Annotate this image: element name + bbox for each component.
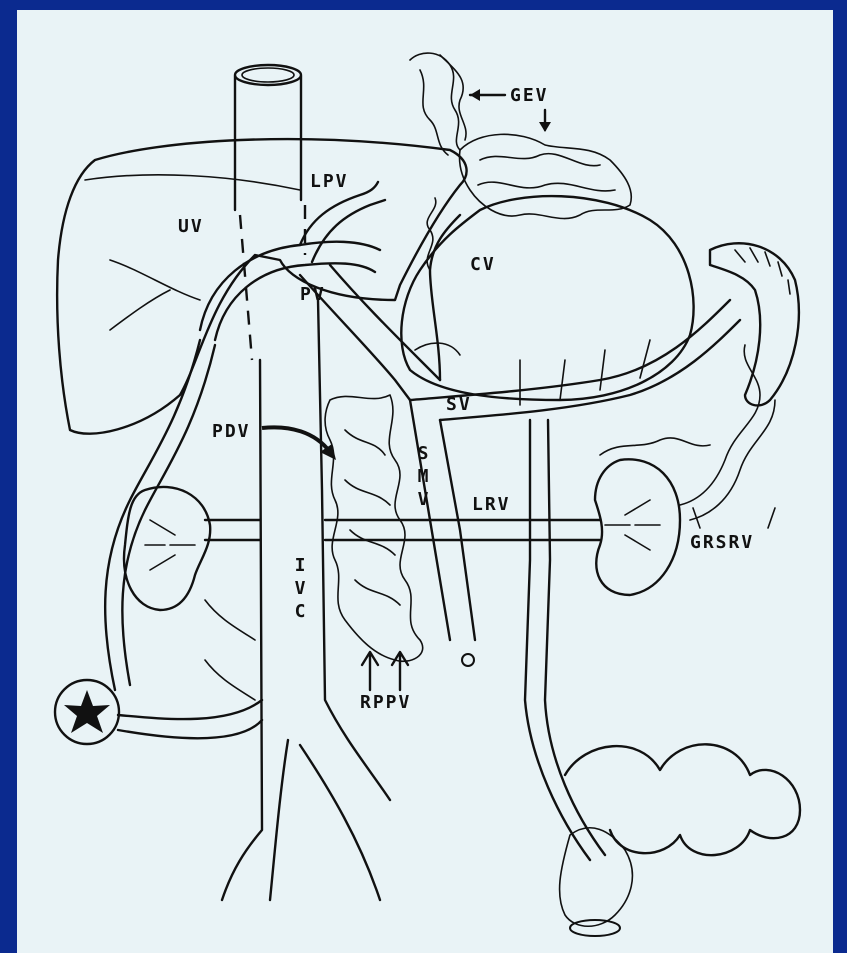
retroperitoneal-vein xyxy=(205,600,255,700)
spleen-outline xyxy=(710,243,799,405)
left-portal-vein-inner xyxy=(312,200,385,262)
rppv-arrow-left xyxy=(362,652,378,690)
portal-trunk-right xyxy=(330,265,440,380)
gev-arrow-left-head xyxy=(470,89,480,101)
rppv-arrow-right xyxy=(392,652,408,690)
umbilical-paraumbilical-veins xyxy=(118,700,262,738)
right-renal-vein xyxy=(205,520,260,540)
stomach-outline xyxy=(401,196,693,400)
label-pv: PV xyxy=(300,284,326,305)
umbilical-vein xyxy=(105,340,200,690)
label-lrv: LRV xyxy=(472,494,511,515)
label-smv: SMV xyxy=(413,443,434,512)
colon-loops xyxy=(565,744,800,855)
esophageal-varix-3 xyxy=(440,55,466,140)
gastrorenal-shunt xyxy=(680,345,775,520)
gastric-varix-cluster xyxy=(459,134,631,218)
label-pdv: PDV xyxy=(212,421,251,442)
grsrv-arrow-left xyxy=(693,508,700,528)
label-grsrv: GRSRV xyxy=(690,532,754,553)
umbilicus-star xyxy=(64,690,110,733)
liver-lobe-line xyxy=(85,175,300,190)
splenic-vein-inner xyxy=(440,320,740,420)
label-cv: CV xyxy=(470,254,496,275)
inferior-mesenteric-vein xyxy=(525,420,590,860)
smv-end-node xyxy=(462,654,474,666)
esophageal-varix-2 xyxy=(420,70,448,155)
gev-arrow-down-head xyxy=(539,122,551,132)
iliac-left xyxy=(270,740,288,900)
ivc-top-opening-inner xyxy=(242,68,294,82)
left-kidney-calyces xyxy=(605,500,660,550)
right-kidney-calyces xyxy=(145,520,195,570)
liver-branch-1 xyxy=(110,260,200,300)
grsrv-arrow-right xyxy=(768,508,775,528)
liver-branch-2 xyxy=(110,290,170,330)
label-ivc: IVC xyxy=(290,555,311,624)
gastrorenal-shunt-loop xyxy=(600,438,710,455)
label-uv: UV xyxy=(178,216,204,237)
right-kidney xyxy=(124,487,210,610)
umbilical-vein-inner xyxy=(122,345,215,685)
portal-vein-upper xyxy=(200,242,380,330)
label-rppv: RPPV xyxy=(360,692,411,713)
label-gev: GEV xyxy=(510,85,549,106)
rectum-opening xyxy=(570,920,620,936)
pancreaticoduodenal-varices xyxy=(325,395,423,661)
left-kidney xyxy=(595,459,680,595)
gastric-varix-cluster-inner xyxy=(480,154,600,166)
ivc-right-wall-lower xyxy=(318,300,390,800)
spleen-hatch xyxy=(735,248,790,294)
gastric-varix-cluster-inner-2 xyxy=(478,182,615,191)
label-lpv: LPV xyxy=(310,171,349,192)
label-sv: SV xyxy=(446,394,472,415)
